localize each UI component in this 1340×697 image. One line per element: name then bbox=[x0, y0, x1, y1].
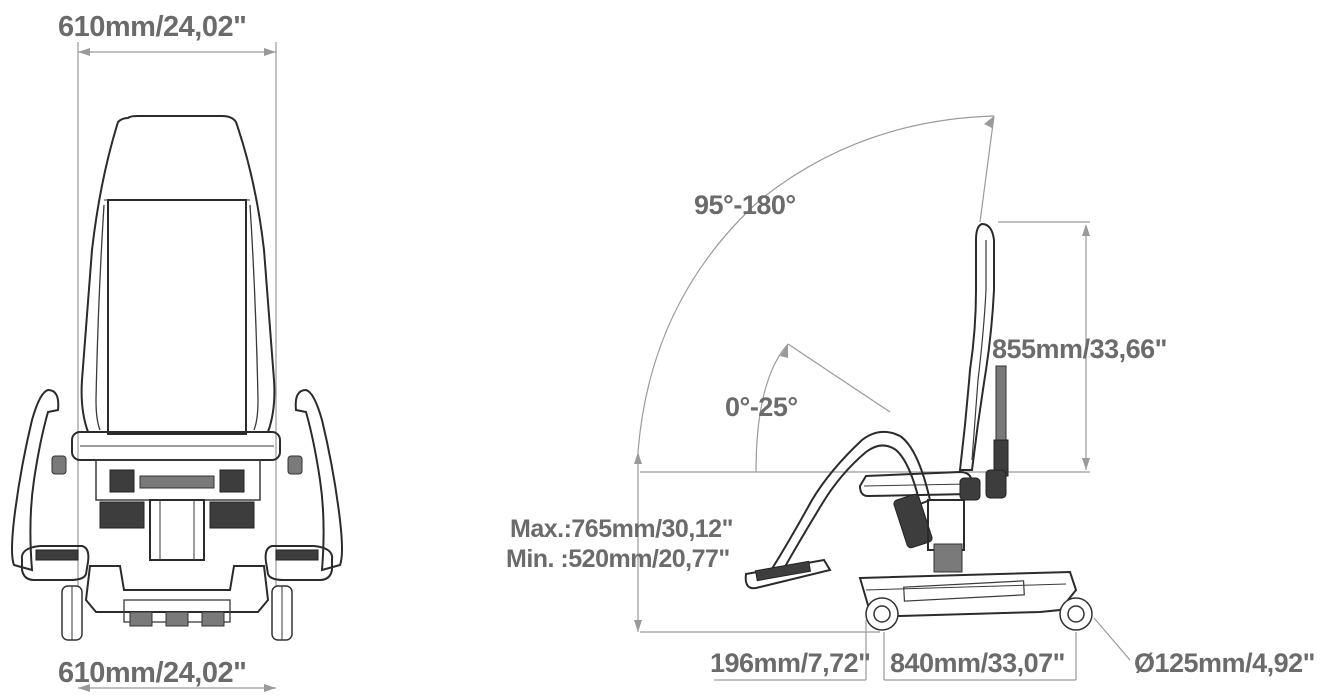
seat-height-min-label: Min. :520mm/20,77" bbox=[506, 545, 730, 573]
footrest-depth-label: 196mm/7,72" bbox=[710, 648, 870, 678]
front-left-armrest bbox=[11, 388, 60, 572]
side-leg-mechanism bbox=[893, 493, 933, 549]
front-view: 610mm/24,02" bbox=[11, 11, 343, 692]
side-footrest bbox=[744, 558, 832, 590]
front-right-armrest bbox=[294, 388, 343, 572]
front-column bbox=[149, 499, 205, 561]
side-view bbox=[634, 115, 1131, 681]
seat-tilt-arc bbox=[755, 343, 789, 473]
side-rear-wheel bbox=[1059, 597, 1093, 631]
front-base bbox=[84, 565, 270, 613]
side-backrest bbox=[958, 222, 995, 471]
side-backrest-spring bbox=[995, 365, 1007, 447]
front-backrest-outline bbox=[80, 115, 276, 433]
front-top-width-label: 610mm/24,02" bbox=[58, 11, 246, 43]
base-length-label: 840mm/33,07" bbox=[890, 648, 1065, 678]
front-bottom-width-dimension bbox=[78, 684, 276, 692]
seat-height-max-label: Max.:765mm/30,12" bbox=[510, 515, 733, 543]
wheel-diameter-label: Ø125mm/4,92" bbox=[1134, 648, 1315, 678]
backrest-angle-arc bbox=[637, 115, 995, 453]
front-right-footrest bbox=[264, 545, 334, 581]
front-bottom-width-label: 610mm/24,02" bbox=[58, 657, 246, 689]
backrest-angle-label: 95°-180° bbox=[694, 190, 796, 220]
backrest-height-label: 855mm/33,66" bbox=[992, 334, 1167, 364]
side-mechanism-housing bbox=[927, 499, 965, 551]
seat-tilt-label: 0°-25° bbox=[725, 392, 798, 422]
front-backrest-panel bbox=[107, 199, 247, 435]
side-column bbox=[933, 543, 963, 573]
front-left-footrest bbox=[20, 545, 90, 581]
front-top-width-dimension bbox=[77, 42, 277, 640]
side-front-wheel bbox=[865, 597, 899, 631]
